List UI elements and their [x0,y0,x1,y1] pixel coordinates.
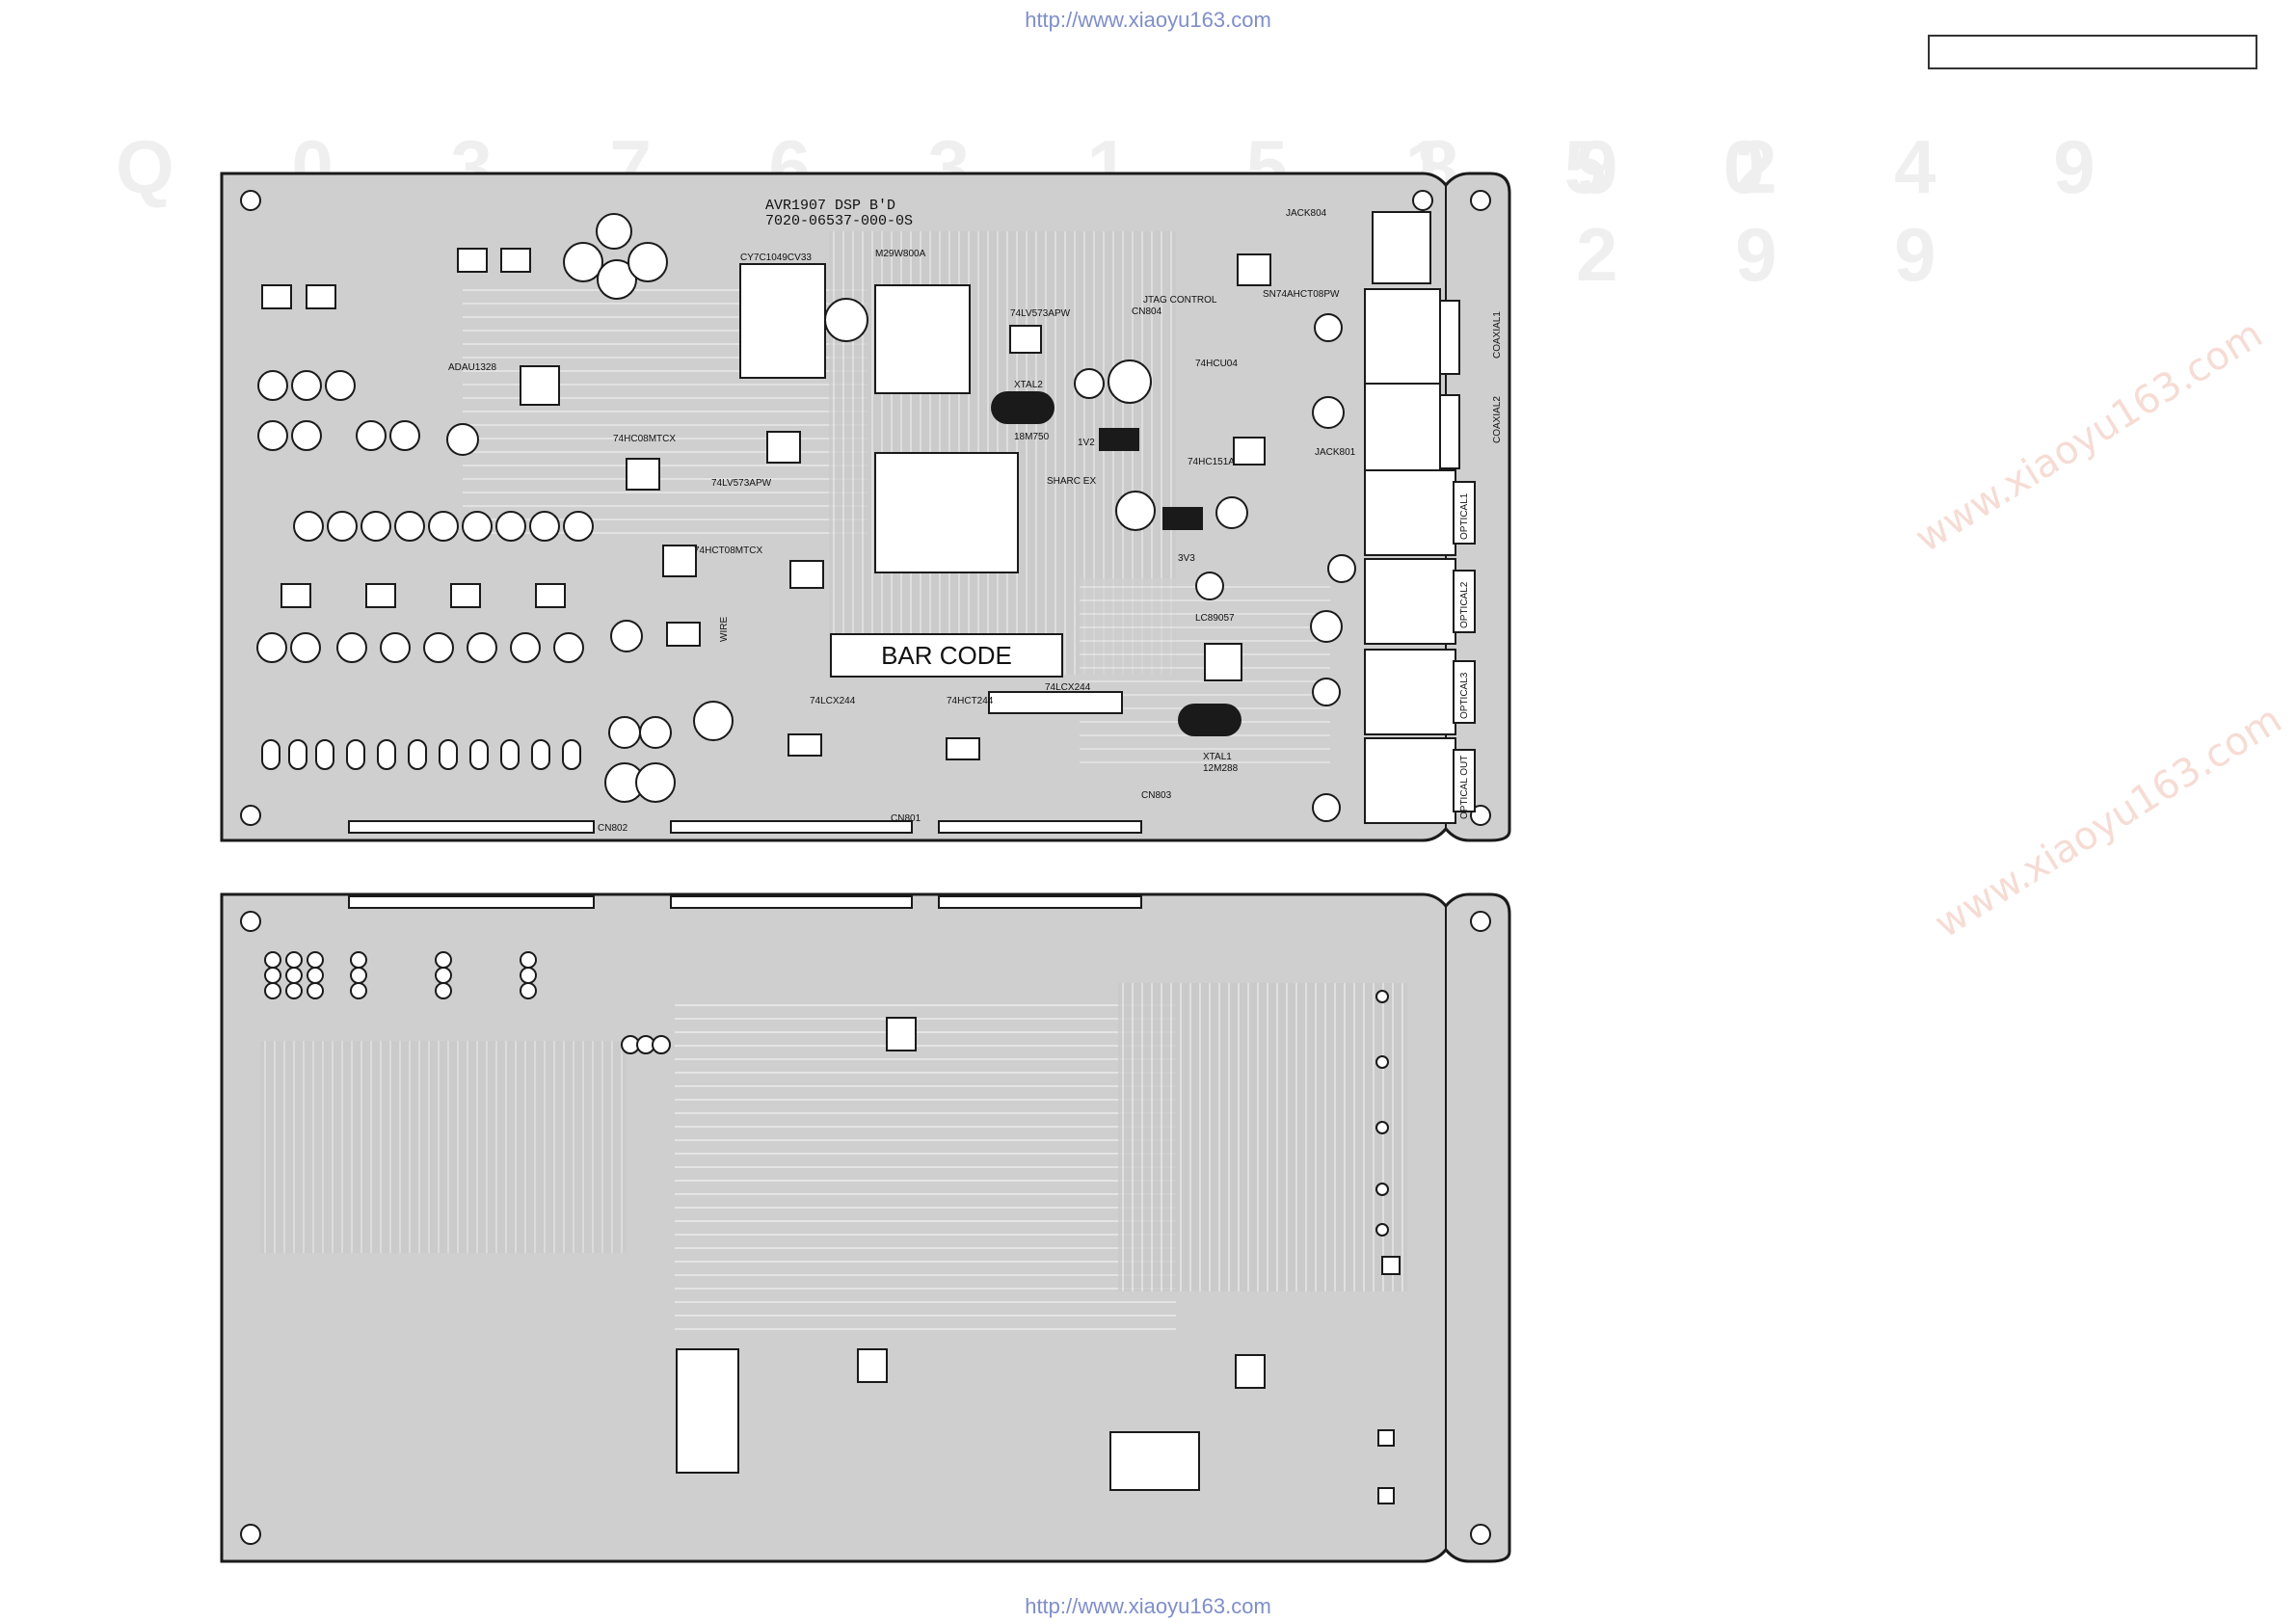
board-title-line1: AVR1907 DSP B'D [765,198,896,214]
jack-label-optical3: OPTICAL3 [1459,672,1470,719]
ic-sram-bottom [676,1348,739,1474]
chip-label-sram: CY7C1049CV33 [740,253,812,263]
header-label-cn803: CN803 [1141,790,1172,801]
part-label-sharc-ex: SHARC EX [1047,476,1097,487]
chip-label-buffer1: 74LCX244 [1045,682,1091,693]
footer-url[interactable]: http://www.xiaoyu163.com [1025,1594,1271,1618]
jack-label-optical2: OPTICAL2 [1459,581,1470,628]
chip-label-buffer3: 74HCT244 [947,696,994,706]
part-label-jtag: JTAG CONTROL [1143,295,1217,306]
chip-label-latch2: 74LV573APW [1010,308,1071,319]
board-title: AVR1907 DSP B'D 7020-06537-000-0S [765,199,913,229]
ic-sram [739,263,826,379]
bar-code-label: BAR CODE [881,641,1012,670]
chip-label-and1: 74HCT08MTCX [694,545,763,556]
crystal-label-xtal2: XTAL2 [1014,380,1043,390]
part-label-18m750: 18M750 [1014,432,1050,442]
part-label-3v3: 3V3 [1178,553,1195,564]
jack-label-coaxial2: COAXIAL2 [1492,396,1503,443]
header-label-cn804: CN804 [1132,306,1162,317]
jack-label-optical1: OPTICAL1 [1459,492,1470,540]
part-label-1v2: 1V2 [1078,438,1095,448]
chip-label-flash: M29W800A [875,249,926,259]
chip-label-and3: SN74AHCT08PW [1263,289,1340,300]
header-label-cn801: CN801 [891,813,921,824]
jack-label-optical-out: OPTICAL OUT [1459,755,1470,819]
chip-label-inverter: 74HCU04 [1195,359,1238,369]
ic-flash [874,284,971,394]
ic-dsp [874,452,1019,573]
board-title-line2: 7020-06537-000-0S [765,213,914,229]
header-label-cn802: CN802 [598,823,628,834]
header-url[interactable]: http://www.xiaoyu163.com [1025,8,1271,32]
part-label-jack801: JACK801 [1315,447,1356,458]
jack-label-coaxial1: COAXIAL1 [1492,311,1503,359]
wire-label: WIRE [719,616,730,642]
chip-label-buffer2: 74LCX244 [810,696,856,706]
chip-label-receiver: LC89057 [1195,613,1235,624]
bar-code-area [830,633,1063,678]
title-block-box [1928,35,2257,69]
crystal-label-xtal1: XTAL1 [1203,752,1232,762]
chip-label-mux: 74HC151A [1188,457,1235,467]
chip-label-codec: ADAU1328 [448,362,497,373]
part-label-jack804: JACK804 [1286,208,1327,219]
part-label-12m288: 12M288 [1203,763,1239,774]
chip-label-latch1: 74LV573APW [711,478,772,489]
chip-label-and2: 74HC08MTCX [613,434,677,444]
